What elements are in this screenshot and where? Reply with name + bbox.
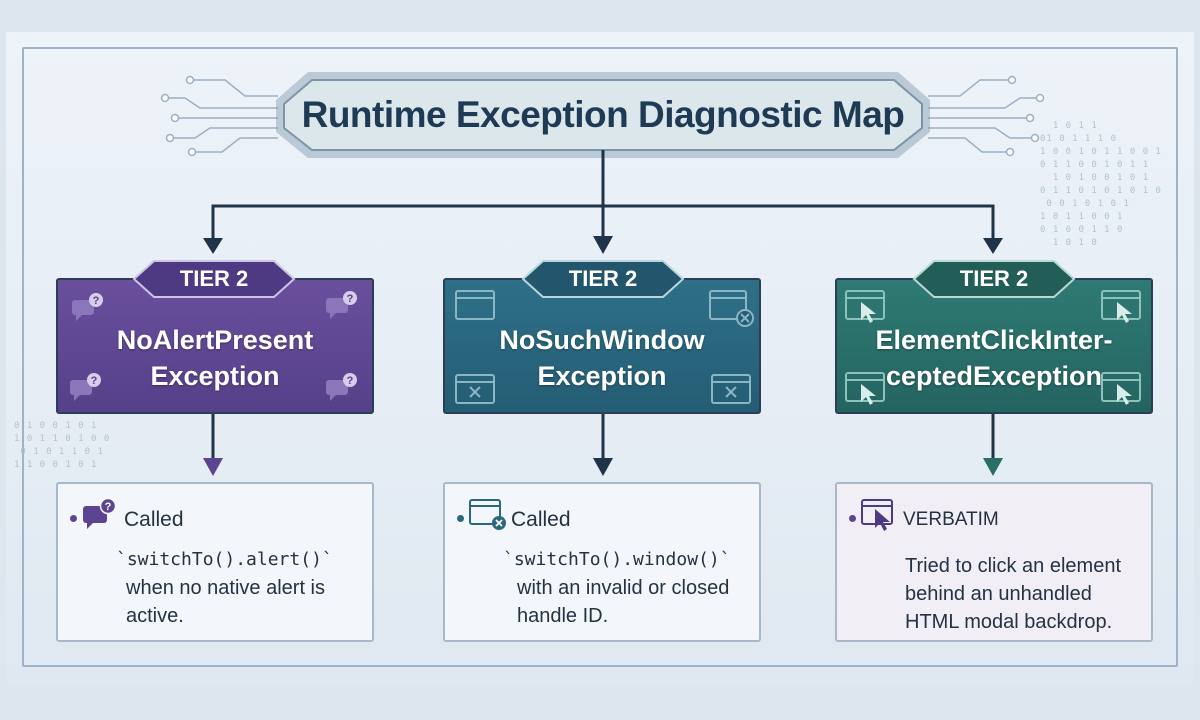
chat-question-icon: ? xyxy=(326,291,357,319)
svg-text:?: ? xyxy=(91,375,98,387)
browser-window-icon xyxy=(455,290,495,320)
svg-text:?: ? xyxy=(93,295,100,307)
description-box-no-alert-present: ? Called `switchTo().alert()` when no na… xyxy=(56,482,374,642)
bullet-dot xyxy=(849,515,856,522)
description-body: Tried to click an element behind an unha… xyxy=(905,552,1141,636)
diagram-border xyxy=(22,47,1178,667)
browser-window-close-icon xyxy=(469,499,506,530)
tier-badge: TIER 2 xyxy=(521,260,685,298)
cursor-window-icon xyxy=(845,290,885,323)
diagram-title: Runtime Exception Diagnostic Map xyxy=(301,94,905,135)
browser-window-close-icon xyxy=(455,374,495,404)
svg-text:?: ? xyxy=(347,375,354,387)
cursor-window-icon xyxy=(861,499,893,531)
description-text: when no native alert is active. xyxy=(126,577,326,627)
description-heading: Called xyxy=(124,508,184,531)
exception-name: ElementClickInter- ceptedException xyxy=(875,325,1113,391)
description-body: `switchTo().window()` with an invalid or… xyxy=(503,546,749,630)
cursor-window-icon xyxy=(1101,290,1141,323)
exception-name: NoSuchWindow Exception xyxy=(499,325,705,391)
cursor-window-icon xyxy=(845,372,885,405)
description-body: `switchTo().alert()` when no native aler… xyxy=(116,546,362,630)
exception-card-element-click-intercepted: ElementClickInter- ceptedException xyxy=(835,278,1153,414)
exception-card-no-such-window: NoSuchWindow Exception xyxy=(443,278,761,414)
description-heading: VERBATIM xyxy=(903,509,999,530)
decorative-binary: 1 0 1 1 01 0 1 1 1 0 1 0 0 1 0 1 1 0 0 1… xyxy=(1040,121,1162,248)
code-snippet: `switchTo().alert()` xyxy=(116,549,333,570)
bullet-dot xyxy=(457,515,464,522)
exception-name: NoAlertPresent Exception xyxy=(116,325,314,391)
chat-question-icon: ? xyxy=(326,373,357,401)
description-box-no-such-window: Called `switchTo().window()` with an inv… xyxy=(443,482,761,642)
title-box: Runtime Exception Diagnostic Map xyxy=(278,76,928,154)
bullet-dot xyxy=(70,515,77,522)
description-text: Tried to click an element behind an unha… xyxy=(905,555,1122,633)
description-text: with an invalid or closed handle ID. xyxy=(517,577,730,627)
chat-question-icon: ? xyxy=(70,373,101,401)
exception-card-no-alert-present: NoAlertPresent Exception ? ? ? ? xyxy=(56,278,374,414)
decorative-binary: 0 1 0 0 1 0 1 1 0 1 1 0 1 0 0 0 1 0 1 1 … xyxy=(14,421,111,470)
chat-question-icon: ? xyxy=(83,498,116,529)
code-snippet: `switchTo().window()` xyxy=(503,549,731,570)
browser-window-close-icon xyxy=(711,374,751,404)
description-box-element-click-intercepted: VERBATIM Tried to click an element behin… xyxy=(835,482,1153,642)
svg-text:?: ? xyxy=(105,501,112,513)
cursor-window-icon xyxy=(1101,372,1141,405)
svg-text:?: ? xyxy=(347,293,354,305)
tier-badge: TIER 2 xyxy=(912,260,1076,298)
chat-question-icon: ? xyxy=(72,293,103,321)
description-heading: Called xyxy=(511,508,571,531)
browser-window-close-icon xyxy=(709,290,754,327)
tier-badge: TIER 2 xyxy=(132,260,296,298)
